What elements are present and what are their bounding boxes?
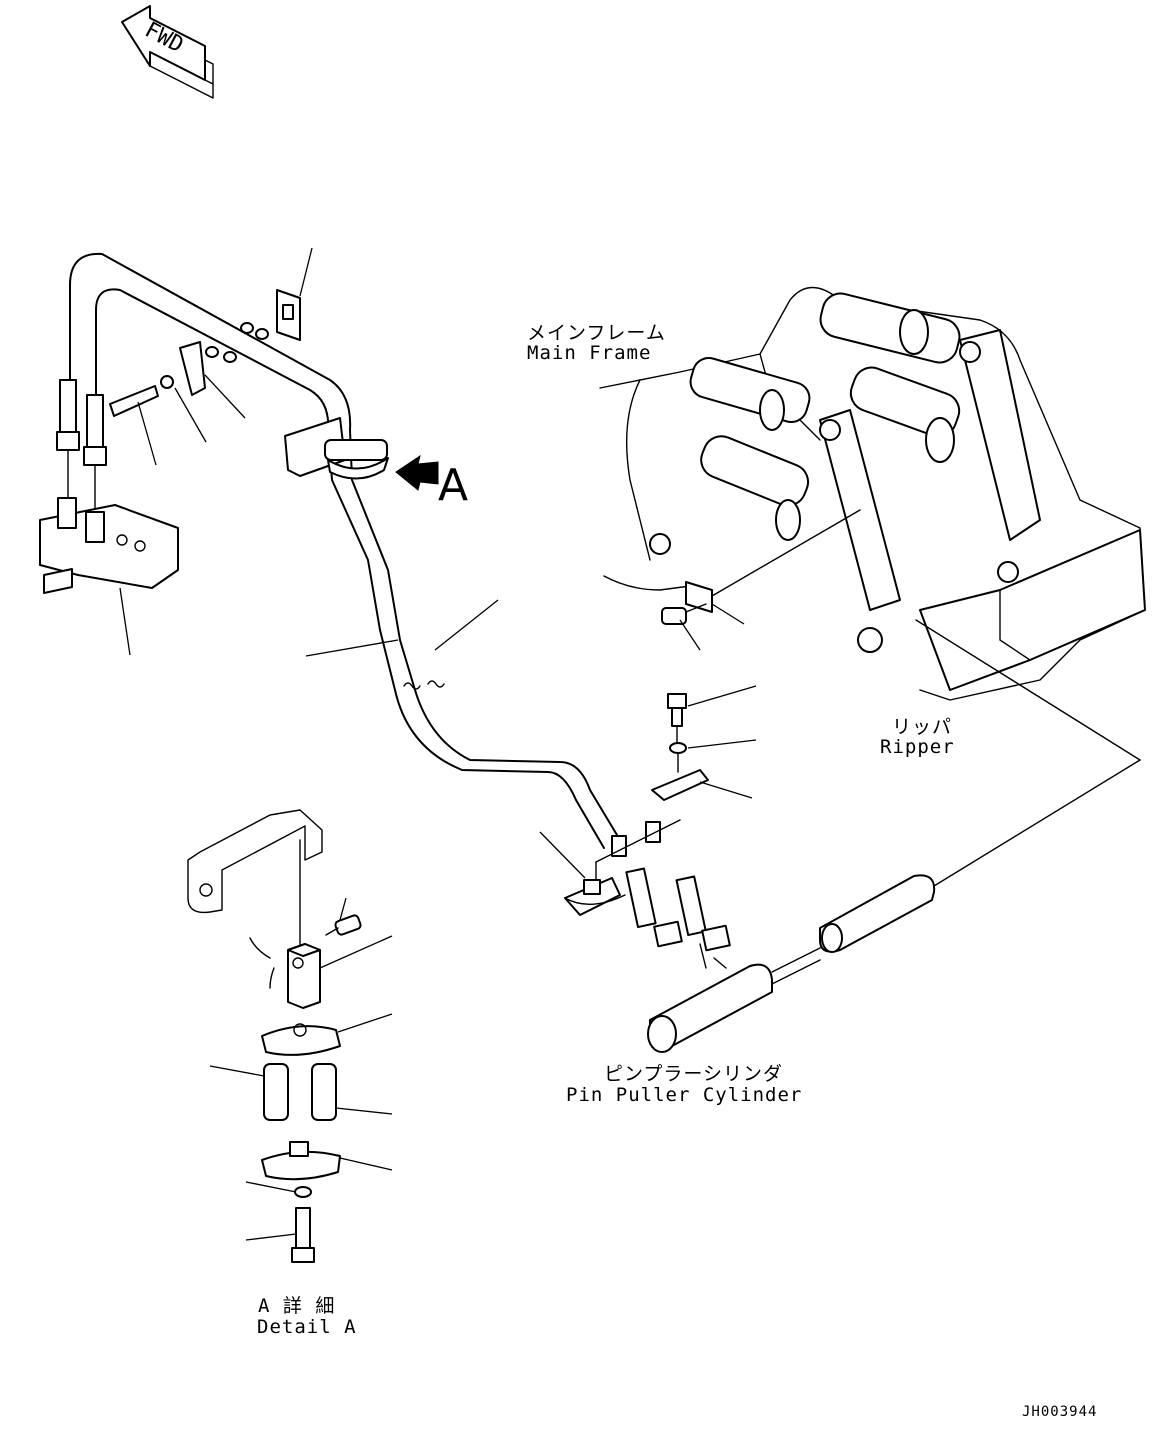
pin-puller-en-label: Pin Puller Cylinder — [566, 1084, 803, 1106]
valve-block — [39, 497, 179, 594]
detail-en-label: Detail A — [257, 1316, 357, 1338]
pin-puller-jp-label: ピンプラーシリンダ — [604, 1063, 784, 1085]
pin-puller-cylinder — [647, 619, 1141, 1053]
ripper-jp-label: リッパ — [892, 716, 953, 738]
fwd-arrow-icon: FWD — [121, 5, 214, 99]
drawing-code: JH003944 — [1022, 1404, 1098, 1420]
main-frame-assembly — [599, 286, 1146, 701]
detail-jp-label: A 詳 細 — [258, 1295, 336, 1317]
main-frame-jp-label: メインフレーム — [527, 322, 666, 344]
left-hose-fittings — [56, 379, 107, 509]
right-clamp-parts — [539, 685, 757, 952]
main-frame-en-label: Main Frame — [527, 342, 652, 364]
ripper-en-label: Ripper — [880, 736, 955, 758]
view-arrow-icon — [395, 454, 439, 491]
frame-bolt-plate — [661, 509, 861, 651]
view-marker: A — [438, 460, 468, 511]
detail-a-view — [187, 809, 393, 1263]
upper-clamp-parts — [109, 247, 313, 656]
clamp-bracket-a — [284, 417, 389, 480]
hose-assembly — [69, 252, 621, 849]
